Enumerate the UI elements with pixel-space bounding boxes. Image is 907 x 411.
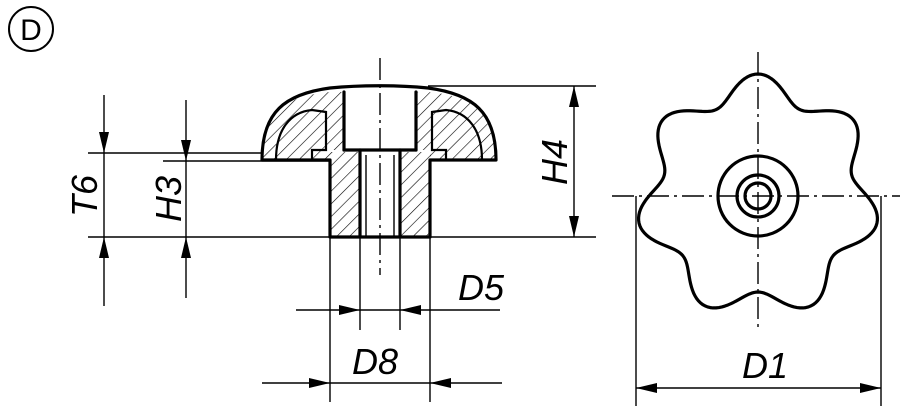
d8-label: D8	[352, 341, 398, 382]
dimension-h3: H3	[148, 100, 330, 298]
dimension-d5: D5	[296, 237, 505, 330]
top-view	[612, 52, 900, 330]
dimension-d8: D8	[262, 237, 502, 402]
side-section-view	[260, 58, 498, 275]
hatch-right-cap	[416, 92, 496, 160]
d1-label: D1	[742, 345, 788, 386]
dimension-h4: H4	[428, 85, 596, 238]
d5-label: D5	[458, 267, 505, 308]
grip-pocket-left	[274, 108, 328, 162]
h3-label: H3	[148, 176, 189, 222]
hatch-right-sleeve	[400, 152, 431, 237]
view-badge-label: D	[20, 14, 42, 47]
dimension-t6: T6	[64, 95, 330, 306]
h4-label: H4	[534, 139, 575, 185]
hatch-left-sleeve	[330, 152, 360, 237]
dimension-d1: D1	[635, 196, 882, 406]
grip-pocket-right	[430, 108, 484, 162]
hatch-left-cap	[262, 92, 344, 160]
view-badge: D	[8, 6, 54, 52]
t6-label: T6	[64, 174, 105, 217]
knob-outline	[260, 84, 498, 239]
